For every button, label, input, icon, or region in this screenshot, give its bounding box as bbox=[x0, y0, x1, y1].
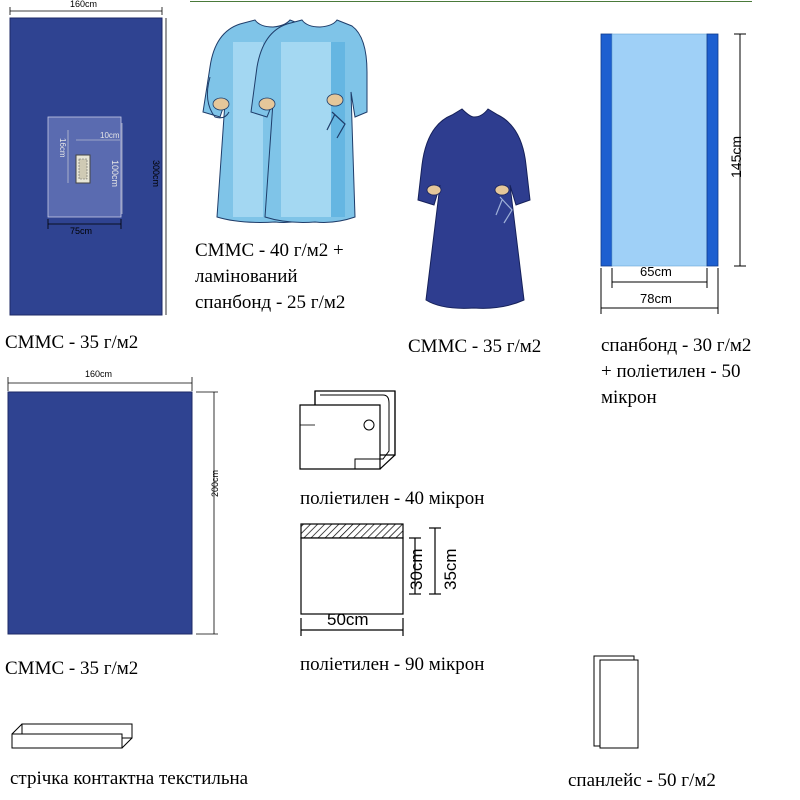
side-drape-width-label: 78cm bbox=[640, 291, 672, 306]
contact-tape-drawing bbox=[11, 723, 133, 749]
spunlace-figure bbox=[588, 652, 648, 752]
drape-160x300-drawing bbox=[9, 7, 167, 316]
drape-160x300-hole-height-label: 16cm bbox=[58, 138, 67, 158]
drape-160x200-drawing bbox=[7, 377, 218, 635]
drape-160x300-height-label: 300cm bbox=[151, 160, 161, 188]
gown-front bbox=[250, 19, 368, 223]
contact-tape-caption: стрічка контактна текстильна bbox=[10, 768, 249, 789]
poly-bag-90-drawing bbox=[300, 523, 441, 636]
reinforced-gowns-caption-line1: СММС - 40 г/м2 + bbox=[195, 240, 344, 261]
side-drape-caption-line2: + поліетилен - 50 bbox=[601, 361, 741, 382]
standard-gown-drawing bbox=[417, 108, 531, 309]
drape-160x300-figure: 160cm 300cm 75cm 100cm 10cm 16cm bbox=[0, 0, 185, 320]
poly-bag-90-width-label: 50cm bbox=[327, 610, 369, 629]
drape-160x200-height-label: 200cm bbox=[210, 469, 220, 497]
drape-160x200-width-label: 160cm bbox=[85, 369, 113, 379]
poly-bag-40-figure bbox=[295, 385, 405, 480]
poly-bag-90-caption: поліетилен - 90 мікрон bbox=[300, 654, 485, 675]
standard-gown-figure bbox=[412, 105, 537, 315]
side-drape-caption-line3: мікрон bbox=[601, 387, 657, 408]
side-drape-height-label: 145cm bbox=[728, 135, 744, 178]
drape-160x200-figure: 160cm 200cm bbox=[0, 365, 225, 640]
contact-tape-figure bbox=[10, 718, 135, 753]
drape-160x200-caption: СММС - 35 г/м2 bbox=[5, 658, 139, 679]
poly-bag-90-inner-height-label: 30cm bbox=[407, 548, 426, 590]
side-drape-figure: 145cm 65cm 78cm bbox=[595, 28, 755, 318]
standard-gown-caption: СММС - 35 г/м2 bbox=[408, 336, 542, 357]
drape-160x300-caption: СММС - 35 г/м2 bbox=[5, 332, 139, 353]
reinforced-gowns-caption-line2: ламінований bbox=[195, 266, 298, 287]
side-drape-inner-width-label: 65cm bbox=[640, 264, 672, 279]
poly-bag-40-caption: поліетилен - 40 мікрон bbox=[300, 488, 485, 509]
reinforced-gowns-drawing bbox=[202, 19, 368, 223]
poly-bag-40-drawing bbox=[299, 390, 396, 470]
spunlace-drawing bbox=[593, 655, 639, 749]
side-drape-drawing bbox=[600, 33, 746, 314]
drape-160x300-window-height-label: 100cm bbox=[110, 160, 120, 188]
poly-bag-90-figure: 30cm 35cm 50cm bbox=[295, 518, 475, 643]
drape-160x300-width-label: 160cm bbox=[70, 0, 98, 9]
drape-160x300-hole-width-label: 10cm bbox=[100, 131, 120, 140]
top-divider-line bbox=[190, 1, 752, 2]
drape-160x300-window-width-label: 75cm bbox=[70, 226, 93, 236]
reinforced-gowns-figure bbox=[195, 12, 370, 227]
side-drape-caption-line1: спанбонд - 30 г/м2 bbox=[601, 335, 752, 356]
reinforced-gowns-caption-line3: спанбонд - 25 г/м2 bbox=[195, 292, 346, 313]
poly-bag-90-height-label: 35cm bbox=[441, 548, 460, 590]
spunlace-caption: спанлейс - 50 г/м2 bbox=[568, 770, 716, 791]
